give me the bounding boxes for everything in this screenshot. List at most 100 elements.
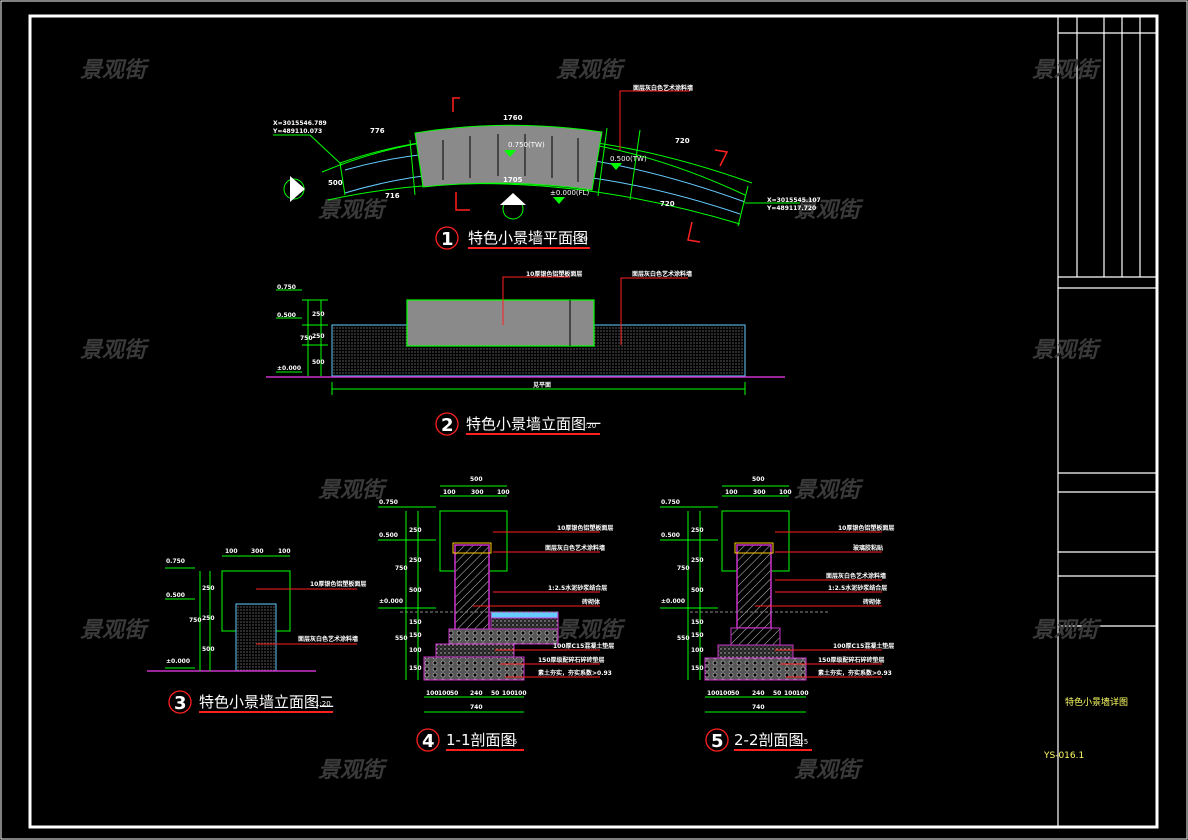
watermarks: 景观街 景观街 景观街 景观街 景观街 景观街 景观街 景观街 景观街 景观街 … — [80, 58, 1102, 783]
watermark: 景观街 — [794, 198, 864, 223]
dimension: 500 — [202, 646, 215, 653]
dimension: 100 — [514, 690, 527, 697]
sheet-number: YS-016.1 — [1043, 751, 1084, 761]
dimension: 550 — [395, 635, 408, 642]
dimension: 100 — [225, 548, 238, 555]
dimension: 150 — [409, 632, 422, 639]
dimension: 100 — [725, 489, 738, 496]
view-title: 1-1剖面图 — [446, 731, 516, 749]
sheet-title: 特色小景墙详图 — [1065, 696, 1128, 708]
view-scale: 1:5 — [506, 738, 517, 746]
dimension: 240 — [470, 690, 483, 697]
dimension: 100 — [438, 690, 451, 697]
dimension: 720 — [675, 137, 690, 145]
callout-label: 面层灰白色艺术涂料墙 — [826, 572, 886, 580]
dimension: 740 — [470, 704, 483, 711]
view-scale: :20 — [585, 422, 596, 430]
callout-label: 面层灰白色艺术涂料墙 — [298, 635, 358, 643]
dimension: 150 — [691, 619, 704, 626]
dimension: 100 — [502, 690, 515, 697]
dimension: 250 — [312, 311, 325, 318]
elevation-label: ±0.000 — [277, 365, 301, 372]
watermark: 景观街 — [318, 198, 388, 223]
callout-label: 素土夯实，夯实系数>0.93 — [537, 669, 612, 677]
callout-label: 10厚银色铝塑板面层 — [838, 524, 894, 532]
dimension: 750 — [677, 565, 690, 572]
dimension: 500 — [470, 476, 483, 483]
callout-label: 1:2.5水泥砂浆结合层 — [828, 584, 887, 592]
dimension: 550 — [677, 635, 690, 642]
dimension: 250 — [409, 527, 422, 534]
dimension: 500 — [328, 179, 343, 187]
view-number: 1 — [441, 229, 454, 250]
watermark: 景观街 — [1032, 338, 1102, 363]
brick-wall — [454, 544, 490, 641]
callout-label: 10厚银色铝塑板面层 — [310, 580, 366, 588]
elevation-label: 0.750(TW) — [508, 141, 545, 149]
dimension: 250 — [312, 333, 325, 340]
dimension: 100 — [443, 489, 456, 496]
dimension: 100 — [497, 489, 510, 496]
callout-label: 玻璃胶粘贴 — [853, 544, 883, 552]
dimension: 1760 — [503, 114, 523, 122]
dimension: 100 — [784, 690, 797, 697]
view-3-elevation: 100 300 100 0.750 0.500 ±0.000 250 250 5… — [147, 548, 366, 714]
elevation-label: 0.500 — [661, 532, 680, 539]
callout-label: 100厚C15混凝土垫层 — [833, 642, 894, 650]
callout-label: 10厚银色铝塑板面层 — [526, 270, 582, 278]
dimension: 776 — [370, 127, 385, 135]
view-number: 3 — [174, 693, 187, 714]
dimension: 100 — [278, 548, 291, 555]
view-scale: 1:20 — [315, 700, 331, 708]
dimension: 250 — [691, 527, 704, 534]
dimension: 50 — [731, 690, 739, 697]
dimension: 750 — [395, 565, 408, 572]
elevation-label: 0.750 — [166, 558, 185, 565]
dimension: 500 — [409, 587, 422, 594]
view-number: 4 — [422, 731, 435, 752]
coordinate: X=3015546.789 — [273, 120, 327, 127]
watermark: 景观街 — [318, 758, 388, 783]
view-scale: 1:20 — [572, 235, 588, 243]
dimension: 716 — [385, 192, 400, 200]
elevation-label: 0.500 — [277, 312, 296, 319]
callout-label: 面层灰白色艺术涂料墙 — [632, 270, 692, 278]
view-title: 2-2剖面图 — [734, 731, 804, 749]
view-5-section: 500 100 300 100 0.750 0.500 ±0.000 250 2… — [660, 476, 894, 752]
elevation-label: ±0.000 — [379, 598, 403, 605]
elevation-label: 0.750 — [379, 499, 398, 506]
watermark: 景观街 — [556, 58, 626, 83]
watermark: 景观街 — [80, 58, 150, 83]
drawing-border — [28, 14, 1159, 829]
dimension: 500 — [752, 476, 765, 483]
view-2-elevation: 见平面 0.750 0.500 ±0.000 250 250 500 750 1… — [266, 270, 785, 436]
dimension: 1705 — [503, 176, 523, 184]
dimension: 100 — [426, 690, 439, 697]
callout-label: 150厚级配碎石碎砖垫层 — [538, 656, 605, 664]
view-title: 特色小景墙平面图 — [468, 229, 588, 247]
dimension: 300 — [753, 489, 766, 496]
callout-label: 1:2.5水泥砂浆结合层 — [548, 584, 607, 592]
dimension: 100 — [796, 690, 809, 697]
width-label: 见平面 — [533, 381, 551, 389]
callout-label: 素土夯实，夯实系数>0.93 — [817, 669, 892, 677]
elevation-label: ±0.000(FL) — [550, 189, 590, 197]
dimension: 300 — [471, 489, 484, 496]
callout-label: 100厚C15混凝土垫层 — [553, 642, 614, 650]
view-title: 特色小景墙立面图二 — [199, 693, 334, 711]
dimension: 720 — [660, 200, 675, 208]
dimension: 100 — [707, 690, 720, 697]
elevation-label: ±0.000 — [661, 598, 685, 605]
elevation-label: 0.500(TW) — [610, 155, 647, 163]
watermark: 景观街 — [794, 758, 864, 783]
brick-wall — [736, 544, 772, 629]
callout-label: 砖砌体 — [582, 598, 601, 606]
view-number: 2 — [441, 415, 454, 436]
dimension: 50 — [773, 690, 781, 697]
callout-label: 10厚银色铝塑板面层 — [557, 524, 613, 532]
dimension: 250 — [202, 615, 215, 622]
elevation-label: 0.500 — [379, 532, 398, 539]
dimension: 50 — [491, 690, 499, 697]
